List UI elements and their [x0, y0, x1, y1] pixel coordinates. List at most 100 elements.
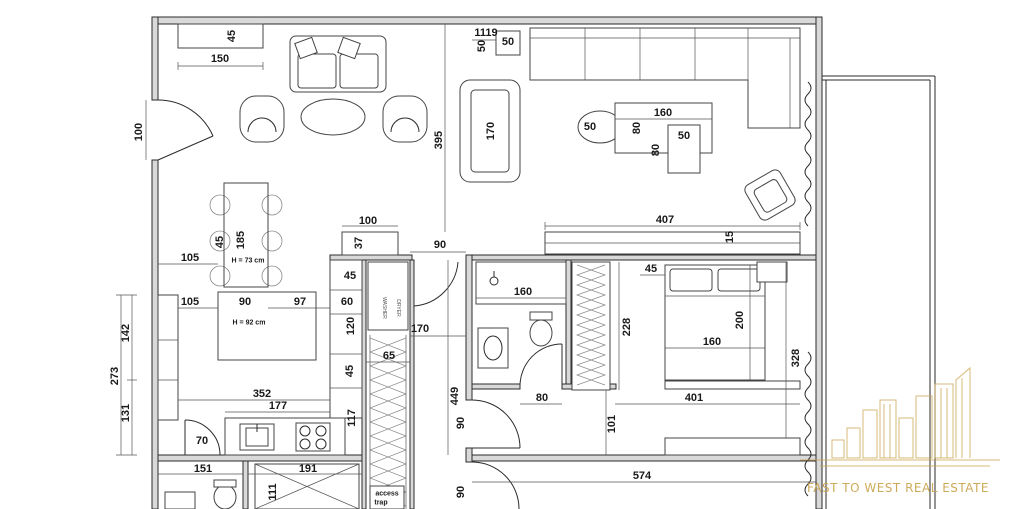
watermark-logo: FAST TO WEST REAL ESTATE	[800, 366, 1000, 495]
corridor-door-label: 90	[434, 239, 446, 251]
burner	[299, 438, 311, 450]
wall-wc	[242, 460, 249, 509]
bedroom	[471, 261, 801, 456]
curtain-upper	[804, 81, 812, 227]
column-top-label: 45	[344, 270, 356, 282]
sofa-pillow	[294, 36, 318, 60]
wall-bath-right	[565, 259, 572, 390]
tv-unit-depth-label: 15	[724, 231, 736, 243]
wall-bedroom-top	[465, 254, 817, 261]
armchair-right	[382, 95, 428, 143]
bedroom-door-label: 90	[455, 417, 467, 429]
column-120-label: 120	[345, 317, 357, 335]
side-upper-label: 142	[120, 324, 132, 342]
niche	[341, 231, 399, 256]
side-table	[472, 30, 521, 56]
l-shaped-sofa	[529, 27, 801, 129]
wardrobe-pattern	[575, 264, 607, 386]
wall-bedroom-left-upper	[465, 254, 473, 401]
dining-chair	[261, 265, 283, 287]
dryer-label: DRYER	[395, 299, 401, 317]
wc-toilet	[213, 484, 237, 509]
island-depth-label: 90	[239, 296, 251, 308]
wardrobe-length-label: 228	[621, 318, 633, 336]
side-lower-label: 131	[120, 404, 132, 422]
side-total-label: 273	[109, 367, 121, 385]
wall-right	[815, 16, 823, 509]
dining-chair	[261, 230, 283, 252]
sofa-pillow	[337, 36, 361, 60]
wall-bath-bottom-left	[471, 383, 521, 390]
corridor-door-swing	[413, 261, 459, 307]
balcony	[822, 75, 936, 509]
wall-kitchen-laundry	[361, 259, 367, 509]
trap-label: trap	[374, 500, 387, 507]
niche-width-label: 100	[359, 215, 377, 227]
table-offset-label: 105	[181, 252, 199, 264]
access-trap	[369, 485, 405, 509]
pillow	[669, 268, 713, 292]
desk	[664, 437, 801, 456]
bath-door-swing	[519, 343, 563, 387]
laundry-width-label: 65	[383, 350, 395, 362]
cabinet-depth-label: 45	[226, 30, 238, 42]
wardrobe	[571, 261, 611, 391]
bath-door-label: 80	[536, 392, 548, 404]
column-bottom-label: 45	[344, 365, 356, 377]
entry-door-width-label: 100	[133, 123, 145, 141]
armchair-left	[239, 95, 285, 143]
ottoman-width-label: 50	[678, 130, 690, 142]
entry-door-swing	[157, 99, 214, 137]
island-length-label: 97	[294, 296, 306, 308]
access-label: access	[375, 491, 398, 498]
side-table-top	[495, 30, 521, 56]
room-depth-label: 328	[790, 349, 802, 367]
dining-area	[158, 182, 283, 288]
shower-length-label: 160	[514, 286, 532, 298]
coffee-table-depth-label: 80	[631, 122, 643, 134]
side-table-width-label: 50	[502, 36, 514, 48]
wall-left-upper	[151, 16, 159, 101]
cabinet-width-label: 150	[211, 53, 229, 65]
burner	[315, 438, 327, 450]
armchair-body	[382, 95, 428, 143]
living-room	[145, 23, 801, 255]
coffee-table-width-label: 160	[654, 107, 672, 119]
bath-depth-label: 111	[267, 483, 279, 500]
dining-chair	[261, 194, 283, 216]
wall-top	[151, 16, 823, 25]
island-height-label: H = 92 cm	[233, 320, 266, 327]
stove	[295, 422, 331, 452]
toilet-tank	[529, 311, 553, 321]
dining-chair	[209, 230, 231, 252]
wall-kitchen-bottom	[157, 454, 363, 462]
lower-rooms	[158, 461, 816, 509]
skyline-building	[898, 417, 914, 459]
nightstand-label: 45	[645, 263, 657, 275]
ottoman-depth-label: 80	[650, 144, 662, 156]
armchair-seat	[390, 117, 420, 133]
room-width-label: 401	[685, 392, 703, 404]
wardrobe-pattern	[575, 264, 607, 386]
sofa-cushion	[339, 53, 379, 89]
kitchen	[116, 225, 399, 456]
lounge-chair-seat	[470, 89, 510, 173]
wc-basin	[164, 491, 196, 509]
bath-width-label: 191	[299, 463, 317, 475]
top-cabinet	[177, 23, 264, 49]
armchair-corner-seat	[753, 179, 788, 213]
bed-length-label: 200	[734, 311, 746, 329]
lounge-chair-length-label: 170	[485, 122, 497, 140]
skyline-building	[862, 409, 878, 459]
vanity-basin	[483, 335, 503, 361]
pantry-door-swing	[184, 419, 221, 456]
pillow	[717, 268, 761, 292]
skyline-building	[879, 399, 897, 459]
bed-bench	[664, 380, 801, 390]
dryer-washer	[367, 261, 409, 331]
burner	[299, 425, 311, 437]
sink	[239, 423, 275, 451]
shower	[475, 261, 567, 305]
armchair-corner	[744, 169, 796, 221]
